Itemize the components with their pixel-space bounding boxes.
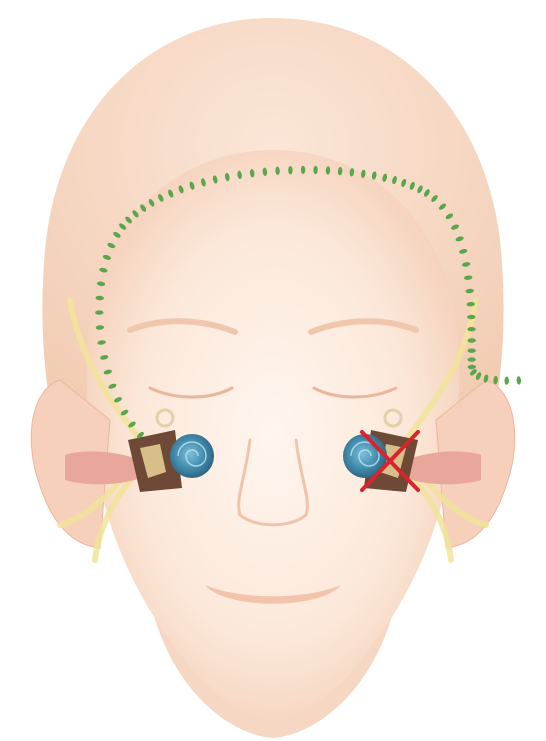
signal-dot <box>504 376 508 384</box>
signal-dot <box>468 349 476 353</box>
signal-dot <box>467 338 475 342</box>
signal-dot <box>95 310 103 314</box>
signal-dot <box>301 166 305 174</box>
cochlea-icon <box>170 434 214 478</box>
signal-dot <box>516 376 521 385</box>
